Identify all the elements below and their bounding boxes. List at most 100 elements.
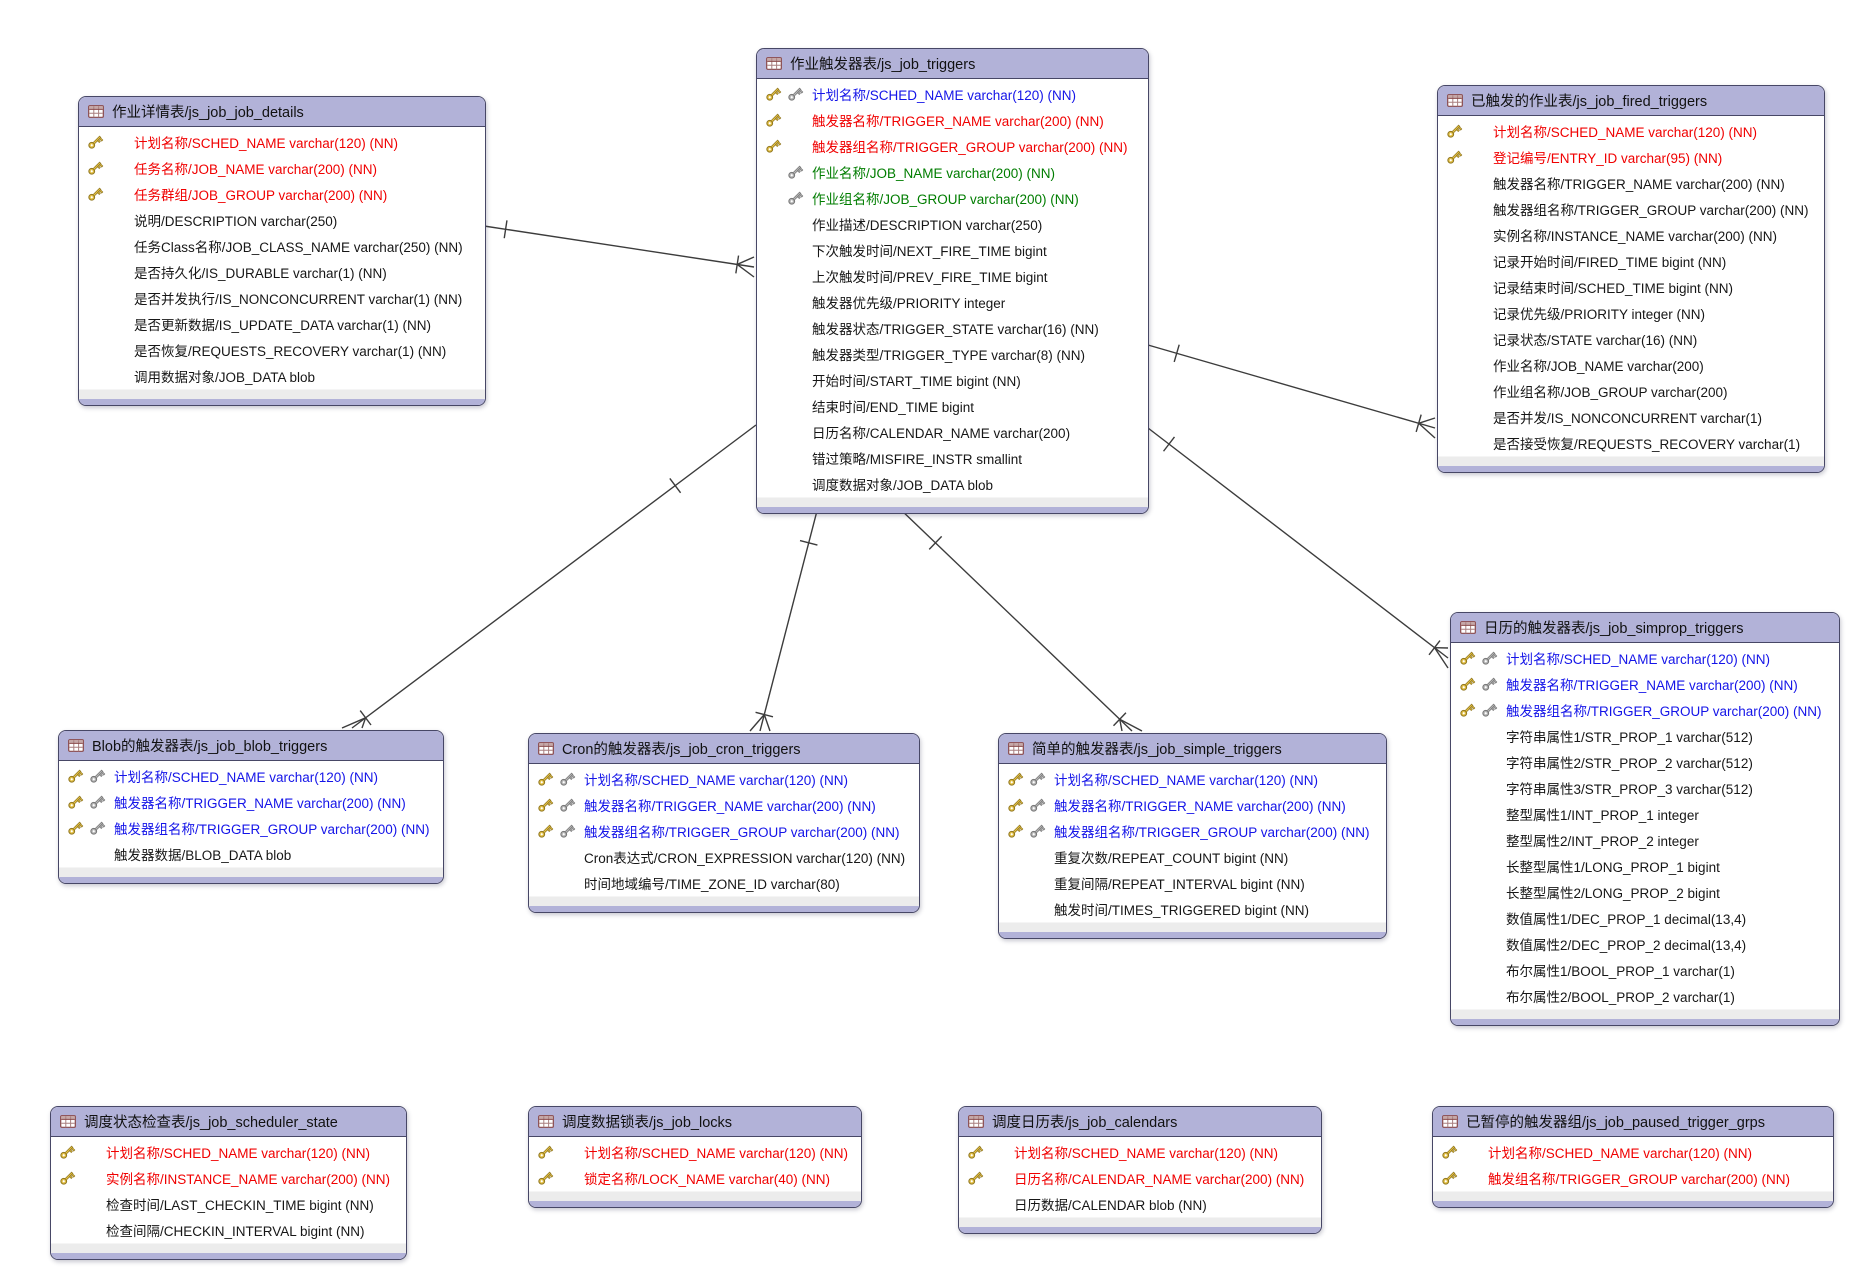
column-row[interactable]: 下次触发时间/NEXT_FIRE_TIME bigint [757,237,1148,263]
column-row[interactable]: 触发器名称/TRIGGER_NAME varchar(200) (NN) [1438,170,1824,196]
column-row[interactable]: 字符串属性3/STR_PROP_3 varchar(512) [1451,775,1839,801]
column-row[interactable]: 布尔属性1/BOOL_PROP_1 varchar(1) [1451,957,1839,983]
column-row[interactable]: 数值属性1/DEC_PROP_1 decimal(13,4) [1451,905,1839,931]
column-row[interactable]: 触发器名称/TRIGGER_NAME varchar(200) (NN) [1451,671,1839,697]
column-row[interactable]: 记录优先级/PRIORITY integer (NN) [1438,300,1824,326]
column-row[interactable]: 登记编号/ENTRY_ID varchar(95) (NN) [1438,144,1824,170]
column-row[interactable]: 是否并发执行/IS_NONCONCURRENT varchar(1) (NN) [79,285,485,311]
table-header-js_job_paused_trigger_grps[interactable]: 已暂停的触发器组/js_job_paused_trigger_grps [1433,1107,1833,1137]
column-row[interactable]: 时间地域编号/TIME_ZONE_ID varchar(80) [529,870,919,896]
column-row[interactable]: 字符串属性1/STR_PROP_1 varchar(512) [1451,723,1839,749]
column-row[interactable]: 记录状态/STATE varchar(16) (NN) [1438,326,1824,352]
column-row[interactable]: 上次触发时间/PREV_FIRE_TIME bigint [757,263,1148,289]
column-row[interactable]: 是否更新数据/IS_UPDATE_DATA varchar(1) (NN) [79,311,485,337]
column-row[interactable]: 作业名称/JOB_NAME varchar(200) (NN) [757,159,1148,185]
table-header-js_job_calendars[interactable]: 调度日历表/js_job_calendars [959,1107,1321,1137]
column-row[interactable]: 触发器组名称/TRIGGER_GROUP varchar(200) (NN) [999,818,1386,844]
column-row[interactable]: 触发器数据/BLOB_DATA blob [59,841,443,867]
table-header-js_job_simprop_triggers[interactable]: 日历的触发器表/js_job_simprop_triggers [1451,613,1839,643]
column-row[interactable]: 检查间隔/CHECKIN_INTERVAL bigint (NN) [51,1217,406,1243]
column-row[interactable]: 记录结束时间/SCHED_TIME bigint (NN) [1438,274,1824,300]
column-row[interactable]: 任务群组/JOB_GROUP varchar(200) (NN) [79,181,485,207]
relationship-triggers-to-simple_triggers[interactable] [897,506,1133,732]
column-row[interactable]: 整型属性1/INT_PROP_1 integer [1451,801,1839,827]
column-row[interactable]: 锁定名称/LOCK_NAME varchar(40) (NN) [529,1165,861,1191]
column-row[interactable]: Cron表达式/CRON_EXPRESSION varchar(120) (NN… [529,844,919,870]
table-header-js_job_blob_triggers[interactable]: Blob的触发器表/js_job_blob_triggers [59,731,443,761]
column-row[interactable]: 触发器状态/TRIGGER_STATE varchar(16) (NN) [757,315,1148,341]
column-row[interactable]: 是否恢复/REQUESTS_RECOVERY varchar(1) (NN) [79,337,485,363]
column-row[interactable]: 错过策略/MISFIRE_INSTR smallint [757,445,1148,471]
column-row[interactable]: 作业描述/DESCRIPTION varchar(250) [757,211,1148,237]
table-header-js_job_triggers[interactable]: 作业触发器表/js_job_triggers [757,49,1148,79]
relationship-triggers-to-simprop_triggers[interactable] [1147,427,1449,659]
column-row[interactable]: 计划名称/SCHED_NAME varchar(120) (NN) [529,1139,861,1165]
column-row[interactable]: 触发时间/TIMES_TRIGGERED bigint (NN) [999,896,1386,922]
column-row[interactable]: 计划名称/SCHED_NAME varchar(120) (NN) [1451,645,1839,671]
column-row[interactable]: 触发器组名称/TRIGGER_GROUP varchar(200) (NN) [59,815,443,841]
column-row[interactable]: 触发器组名称/TRIGGER_GROUP varchar(200) (NN) [1438,196,1824,222]
column-row[interactable]: 重复间隔/REPEAT_INTERVAL bigint (NN) [999,870,1386,896]
column-row[interactable]: 作业名称/JOB_NAME varchar(200) [1438,352,1824,378]
relationship-triggers-to-blob_triggers[interactable] [351,424,757,729]
column-row[interactable]: 计划名称/SCHED_NAME varchar(120) (NN) [959,1139,1321,1165]
column-row[interactable]: 记录开始时间/FIRED_TIME bigint (NN) [1438,248,1824,274]
column-row[interactable]: 触发器组名称/TRIGGER_GROUP varchar(200) (NN) [1451,697,1839,723]
column-row[interactable]: 触发组名称/TRIGGER_GROUP varchar(200) (NN) [1433,1165,1833,1191]
table-header-js_job_simple_triggers[interactable]: 简单的触发器表/js_job_simple_triggers [999,734,1386,764]
column-row[interactable]: 重复次数/REPEAT_COUNT bigint (NN) [999,844,1386,870]
column-row[interactable]: 整型属性2/INT_PROP_2 integer [1451,827,1839,853]
column-row[interactable]: 计划名称/SCHED_NAME varchar(120) (NN) [999,766,1386,792]
column-row[interactable]: 日历名称/CALENDAR_NAME varchar(200) (NN) [959,1165,1321,1191]
table-header-js_job_fired_triggers[interactable]: 已触发的作业表/js_job_fired_triggers [1438,86,1824,116]
column-row[interactable]: 触发器名称/TRIGGER_NAME varchar(200) (NN) [757,107,1148,133]
column-row[interactable]: 数值属性2/DEC_PROP_2 decimal(13,4) [1451,931,1839,957]
table-header-js_job_cron_triggers[interactable]: Cron的触发器表/js_job_cron_triggers [529,734,919,764]
column-row[interactable]: 任务名称/JOB_NAME varchar(200) (NN) [79,155,485,181]
column-row[interactable]: 触发器名称/TRIGGER_NAME varchar(200) (NN) [999,792,1386,818]
column-row[interactable]: 说明/DESCRIPTION varchar(250) [79,207,485,233]
column-row[interactable]: 实例名称/INSTANCE_NAME varchar(200) (NN) [51,1165,406,1191]
relationship-job_details-to-triggers[interactable] [483,225,755,268]
column-row[interactable]: 长整型属性1/LONG_PROP_1 bigint [1451,853,1839,879]
table-header-js_job_job_details[interactable]: 作业详情表/js_job_job_details [79,97,485,127]
column-row[interactable]: 计划名称/SCHED_NAME varchar(120) (NN) [1438,118,1824,144]
column-row[interactable]: 字符串属性2/STR_PROP_2 varchar(512) [1451,749,1839,775]
column-row[interactable]: 计划名称/SCHED_NAME varchar(120) (NN) [59,763,443,789]
column-row[interactable]: 作业组名称/JOB_GROUP varchar(200) (NN) [757,185,1148,211]
column-row[interactable]: 触发器优先级/PRIORITY integer [757,289,1148,315]
column-row[interactable]: 长整型属性2/LONG_PROP_2 bigint [1451,879,1839,905]
column-row[interactable]: 触发器类型/TRIGGER_TYPE varchar(8) (NN) [757,341,1148,367]
column-row[interactable]: 触发器组名称/TRIGGER_GROUP varchar(200) (NN) [757,133,1148,159]
column-row[interactable]: 结束时间/END_TIME bigint [757,393,1148,419]
column-row[interactable]: 触发器名称/TRIGGER_NAME varchar(200) (NN) [59,789,443,815]
column-row[interactable]: 任务Class名称/JOB_CLASS_NAME varchar(250) (N… [79,233,485,259]
relationship-triggers-to-fired_triggers[interactable] [1147,344,1436,429]
column-row[interactable]: 调度数据对象/JOB_DATA blob [757,471,1148,497]
table-header-js_job_locks[interactable]: 调度数据锁表/js_job_locks [529,1107,861,1137]
column-row[interactable]: 计划名称/SCHED_NAME varchar(120) (NN) [51,1139,406,1165]
column-row[interactable]: 是否并发/IS_NONCONCURRENT varchar(1) [1438,404,1824,430]
column-row[interactable]: 触发器组名称/TRIGGER_GROUP varchar(200) (NN) [529,818,919,844]
column-row[interactable]: 是否接受恢复/REQUESTS_RECOVERY varchar(1) [1438,430,1824,456]
column-row[interactable]: 开始时间/START_TIME bigint (NN) [757,367,1148,393]
column-row[interactable]: 布尔属性2/BOOL_PROP_2 varchar(1) [1451,983,1839,1009]
column-row[interactable]: 触发器名称/TRIGGER_NAME varchar(200) (NN) [529,792,919,818]
table-header-js_job_scheduler_state[interactable]: 调度状态检查表/js_job_scheduler_state [51,1107,406,1137]
column-row[interactable]: 作业组名称/JOB_GROUP varchar(200) [1438,378,1824,404]
column-row[interactable]: 计划名称/SCHED_NAME varchar(120) (NN) [757,81,1148,107]
column-row[interactable]: 检查时间/LAST_CHECKIN_TIME bigint (NN) [51,1191,406,1217]
column-row[interactable]: 调用数据对象/JOB_DATA blob [79,363,485,389]
column-row[interactable]: 计划名称/SCHED_NAME varchar(120) (NN) [1433,1139,1833,1165]
relationship-triggers-to-cron_triggers[interactable] [759,506,819,732]
column-row[interactable]: 计划名称/SCHED_NAME varchar(120) (NN) [529,766,919,792]
